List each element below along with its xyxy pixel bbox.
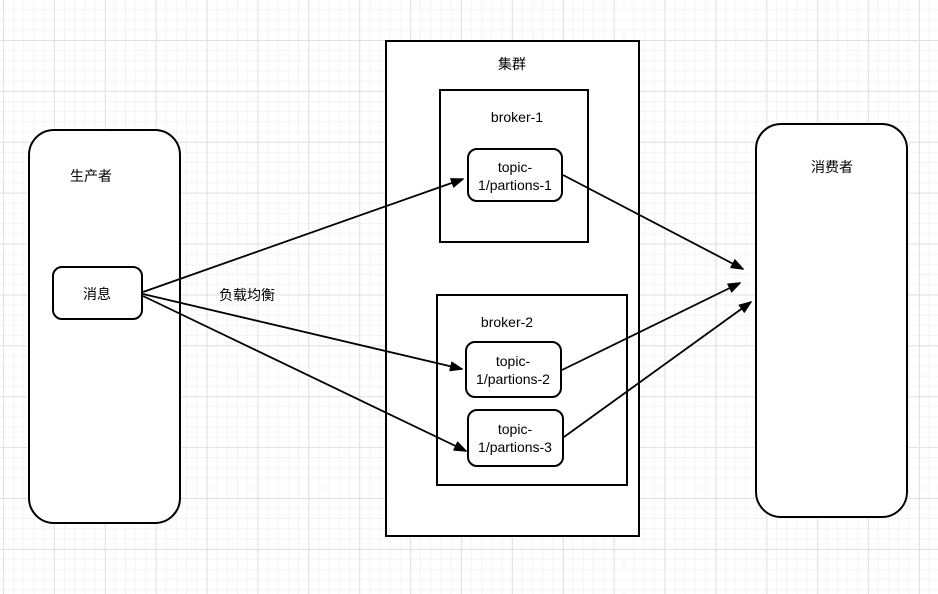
partition3-label-line2: 1/partions-3 <box>478 439 552 455</box>
partition2-box[interactable] <box>465 341 562 398</box>
partition3-box[interactable] <box>467 409 564 467</box>
edge-message-to-partition2[interactable] <box>142 293 463 372</box>
edge-message-to-partition3[interactable] <box>142 295 467 452</box>
broker1-label: broker-1 <box>490 109 544 125</box>
load-balance-label: 负载均衡 <box>219 287 275 303</box>
partition1-label: topic- 1/partions-1 <box>478 158 552 194</box>
cluster-label: 集群 <box>498 56 526 72</box>
edge-message-to-partition1[interactable] <box>142 178 464 293</box>
edge-partition1-to-consumer[interactable] <box>562 174 744 270</box>
partition1-label-line1: topic- <box>497 159 533 175</box>
consumer-box[interactable] <box>755 123 908 518</box>
partition2-label-line2: 1/partions-2 <box>476 371 550 387</box>
partition1-box[interactable] <box>467 148 563 202</box>
broker2-label: broker-2 <box>480 314 534 330</box>
message-label: 消息 <box>83 286 111 302</box>
consumer-label: 消费者 <box>811 159 853 175</box>
partition3-label: topic- 1/partions-3 <box>478 420 552 456</box>
partition2-label-line1: topic- <box>495 353 531 369</box>
producer-box[interactable] <box>28 129 181 524</box>
producer-label: 生产者 <box>70 168 112 184</box>
edge-partition2-to-consumer[interactable] <box>561 282 741 371</box>
partition3-label-line1: topic- <box>497 421 533 437</box>
edge-partition3-to-consumer[interactable] <box>563 301 752 438</box>
partition1-label-line2: 1/partions-1 <box>478 177 552 193</box>
message-box[interactable] <box>52 266 143 320</box>
partition2-label: topic- 1/partions-2 <box>476 352 550 388</box>
